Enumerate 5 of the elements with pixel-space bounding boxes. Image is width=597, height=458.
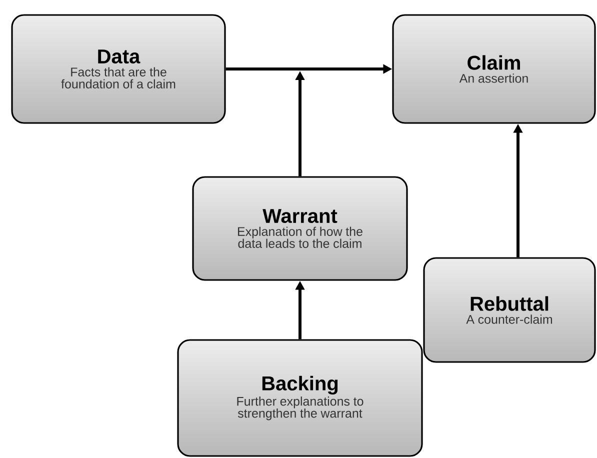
process-box: Rebuttal A counter-claim xyxy=(423,257,596,363)
process-box: Claim An assertion xyxy=(392,14,596,124)
process-box: Warrant Explanation of how the data leads to the claim xyxy=(192,176,408,281)
process-box: Backing Further explanations to strengthen the warrant xyxy=(177,339,423,457)
process-box: Data Facts that are the foundation of a claim xyxy=(11,14,226,124)
